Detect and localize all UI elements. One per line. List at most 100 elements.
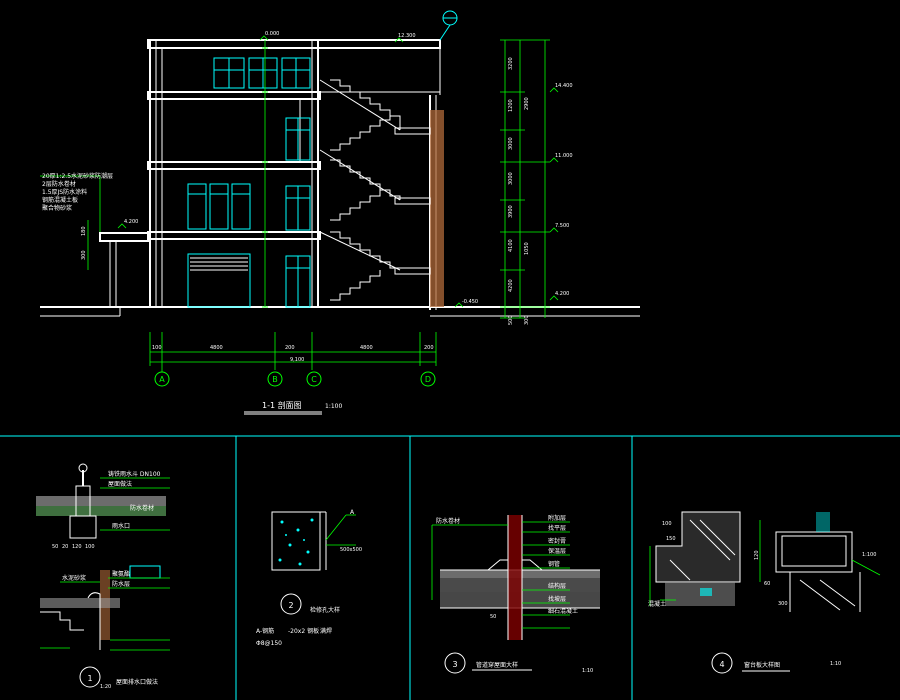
detail-1: 铸铁雨水斗 DN100 屋面做法 防水卷材 雨水口 聚氨酯 防水层 水泥砂浆 5…	[36, 463, 170, 690]
d1-label-4: 雨水口	[112, 522, 130, 530]
left-note-3: 1.5厚JS防水涂料	[42, 188, 87, 196]
d2-number: 2	[288, 601, 293, 610]
canopy-level: 4.200	[124, 219, 138, 225]
d1-dim-20: 20	[62, 544, 68, 550]
right-dim-8: 2900	[524, 97, 530, 110]
right-dim-6: 4100	[508, 239, 514, 252]
d4-dim-6: 300	[778, 601, 788, 607]
d4-dim-2: 150	[666, 536, 676, 542]
d3-label-4: 密封膏	[548, 537, 566, 545]
right-dimension-texts: 3200 1200 3000 3000 3900 4100 4200 2900 …	[508, 57, 530, 325]
d3-title: 管道穿屋面大样	[476, 661, 518, 669]
axis-bubble-b	[267, 371, 283, 387]
d4-dim-4: 1:100	[862, 552, 876, 558]
axis-bubble-d	[420, 371, 436, 387]
d1-dim-120: 120	[72, 544, 82, 550]
d2-note-3: -20x2 钢板	[288, 627, 319, 635]
bottom-dim-3: 200	[285, 345, 295, 351]
d3-label-7: 结构层	[548, 582, 566, 590]
detail-3: 防水卷材 附加层 找平层 密封膏 保温层 钢管 结构层 找坡层 细石混凝土 50…	[431, 514, 600, 674]
axis-label-c: C	[311, 375, 317, 384]
d4-dim-1: 100	[662, 521, 672, 527]
left-note-4: 钢筋混凝土板	[42, 196, 78, 204]
d1-label-10: 防水层	[112, 580, 130, 588]
bottom-dim-4: 4800	[360, 345, 373, 351]
d1-scale: 1:20	[100, 684, 111, 690]
right-dim-10: 500	[508, 315, 514, 325]
d1-dim-50: 50	[52, 544, 58, 550]
d1-label-5: 聚氨酯	[112, 570, 130, 578]
detail-index-marker	[439, 10, 458, 41]
axis-label-d: D	[425, 375, 431, 384]
d2-note-2: Φ8@150	[256, 640, 282, 647]
axis-label-b: B	[272, 375, 278, 384]
d1-dim-100: 100	[85, 544, 95, 550]
panel-frames	[0, 435, 900, 700]
bottom-dim-1: 100	[152, 345, 162, 351]
right-dim-3: 3000	[508, 137, 514, 150]
d4-number-circle	[711, 652, 733, 674]
detail-4: 100 150 120 1:100 60 300 混凝土 4 窗台板大样图 1:…	[648, 511, 881, 674]
d3-label-2: 附加层	[548, 514, 566, 522]
section-title: 1-1 剖面图 1:100	[244, 400, 342, 415]
bottom-total-dim: 9,100	[290, 357, 304, 363]
d1-title: 屋面排水口做法	[116, 678, 158, 686]
d3-label-9: 细石混凝土	[548, 607, 578, 615]
d3-label-3: 找平层	[548, 524, 566, 532]
right-dim-11: 300	[524, 315, 530, 325]
left-note-5: 聚合物砂浆	[42, 204, 72, 212]
d1-label-1: 铸铁雨水斗 DN100	[108, 470, 161, 478]
level-roof: 0.000	[265, 31, 279, 37]
d2-marker: A	[350, 509, 355, 516]
detail-2: A 500x500 2 检修孔大样 A-钢筋 Φ8@150 -20x2 钢板 满…	[256, 509, 362, 647]
right-dim-9: 1050	[524, 242, 530, 255]
d3-label-6: 钢管	[548, 560, 560, 568]
level-7500: 7.500	[555, 223, 569, 229]
d2-note-1: A-钢筋	[256, 627, 274, 635]
bottom-dim-5: 200	[424, 345, 434, 351]
rolling-door	[190, 257, 248, 271]
d4-number: 4	[719, 660, 724, 669]
stairs	[319, 79, 431, 301]
d1-label-3: 防水卷材	[130, 504, 154, 512]
section-drawing	[40, 39, 640, 317]
brick-wall	[430, 110, 444, 307]
right-dim-2: 1200	[508, 99, 514, 112]
left-note-2: 2层防水卷材	[42, 180, 76, 188]
windows	[187, 57, 311, 308]
d3-scale: 1:10	[582, 668, 593, 674]
d2-number-circle	[280, 593, 302, 615]
canopy-dim-1: 180	[81, 226, 87, 236]
right-dim-7: 4200	[508, 279, 514, 292]
d3-label-1: 防水卷材	[436, 517, 460, 525]
d4-dim-5: 60	[764, 581, 770, 587]
axis-bubble-c	[306, 371, 322, 387]
level-markers: 14.400 11.000 7.500 4.200 -0.450 12.300 …	[259, 31, 573, 308]
d3-label-5: 保温层	[548, 547, 566, 555]
d3-number-circle	[444, 652, 466, 674]
d4-scale: 1:10	[830, 661, 841, 667]
d1-number: 1	[87, 674, 92, 683]
axis-bubbles: A B C D	[154, 366, 436, 387]
d1-label-11: 水泥砂浆	[62, 574, 86, 582]
level-12300: 12.300	[398, 33, 416, 39]
axis-bubble-a	[154, 371, 170, 387]
d3-label-8: 找坡层	[548, 595, 566, 603]
section-scale: 1:100	[325, 403, 342, 410]
level-14400: 14.400	[555, 83, 573, 89]
right-dim-4: 3000	[508, 172, 514, 185]
right-dim-5: 3900	[508, 205, 514, 218]
section-title-text: 1-1 剖面图	[262, 400, 302, 410]
bottom-dim-2: 4800	[210, 345, 223, 351]
canopy-dim-2: 300	[81, 250, 87, 260]
d4-label-concrete: 混凝土	[648, 600, 666, 608]
level-4200: 4.200	[555, 291, 569, 297]
right-dimension-chain	[500, 39, 550, 319]
axis-label-a: A	[159, 375, 165, 384]
level-11000: 11.000	[555, 153, 573, 159]
d4-title: 窗台板大样图	[744, 661, 780, 669]
bottom-dimension-chain: 100 4800 200 4800 200 9,100	[149, 332, 437, 370]
d2-dim: 500x500	[340, 547, 362, 553]
d3-dim-50: 50	[490, 614, 496, 620]
